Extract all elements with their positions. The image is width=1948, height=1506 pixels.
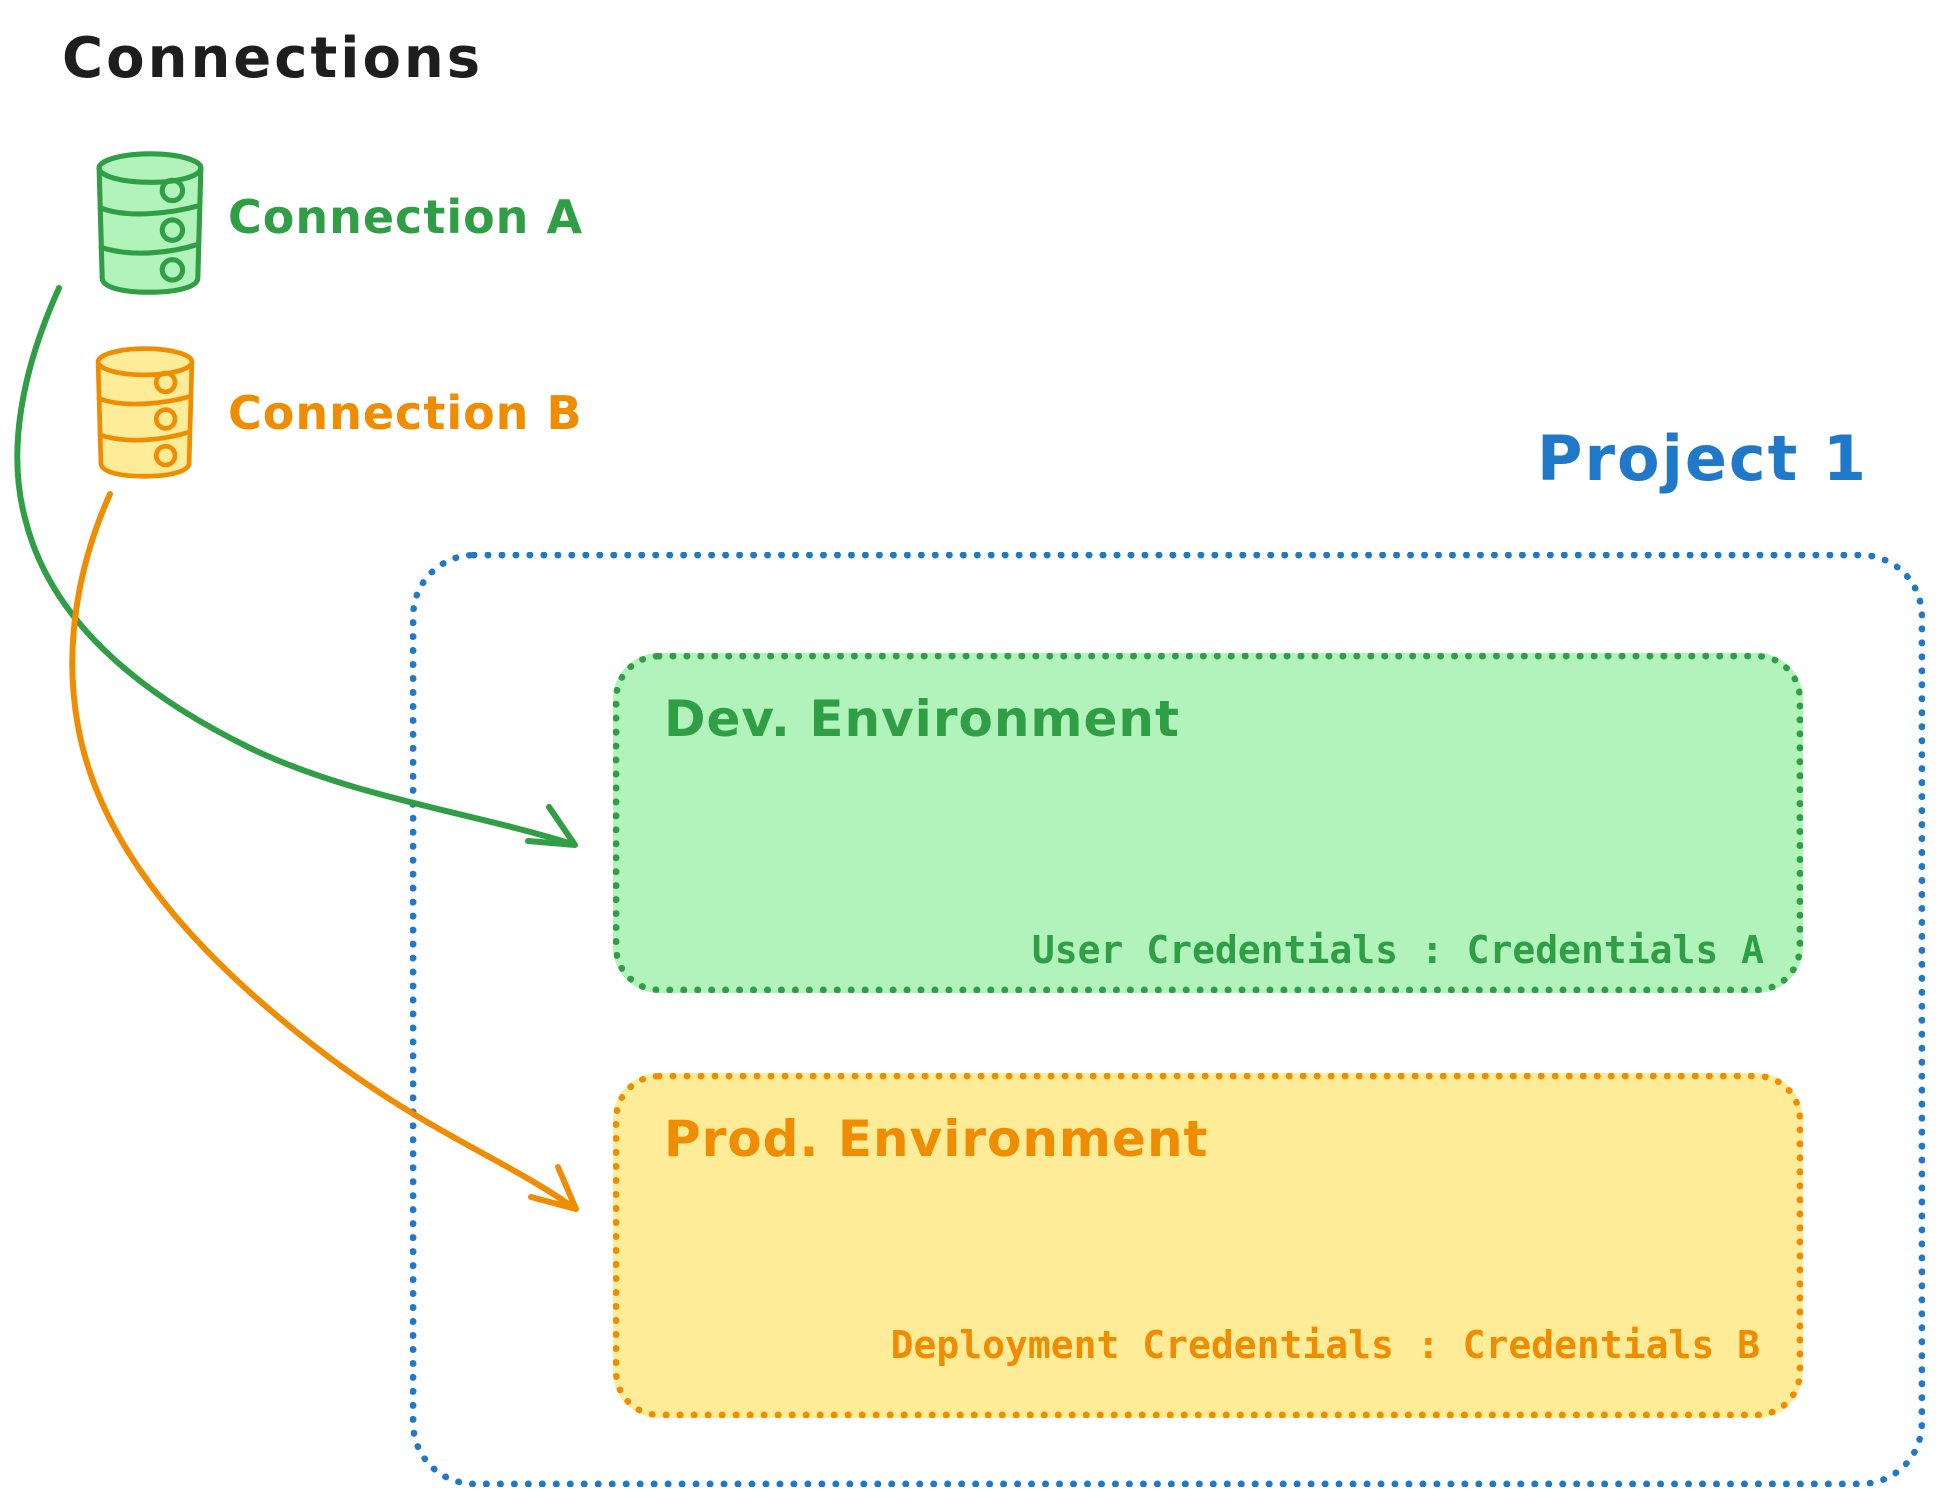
prod-environment-box: Prod. Environment Deployment Credentials…: [613, 1073, 1803, 1418]
database-icon: [96, 151, 204, 295]
dev-environment-credentials: User Credentials : Credentials A: [1031, 928, 1764, 972]
project-title: Project 1: [1537, 422, 1869, 495]
dev-environment-box: Dev. Environment User Credentials : Cred…: [613, 653, 1803, 993]
dev-environment-title: Dev. Environment: [664, 690, 1180, 748]
diagram-title: Connections: [62, 26, 484, 91]
connection-b-label: Connection B: [228, 386, 583, 440]
prod-environment-title: Prod. Environment: [664, 1110, 1209, 1168]
prod-environment-credentials: Deployment Credentials : Credentials B: [890, 1323, 1760, 1367]
database-icon: [95, 346, 195, 479]
connection-a-label: Connection A: [228, 190, 584, 244]
